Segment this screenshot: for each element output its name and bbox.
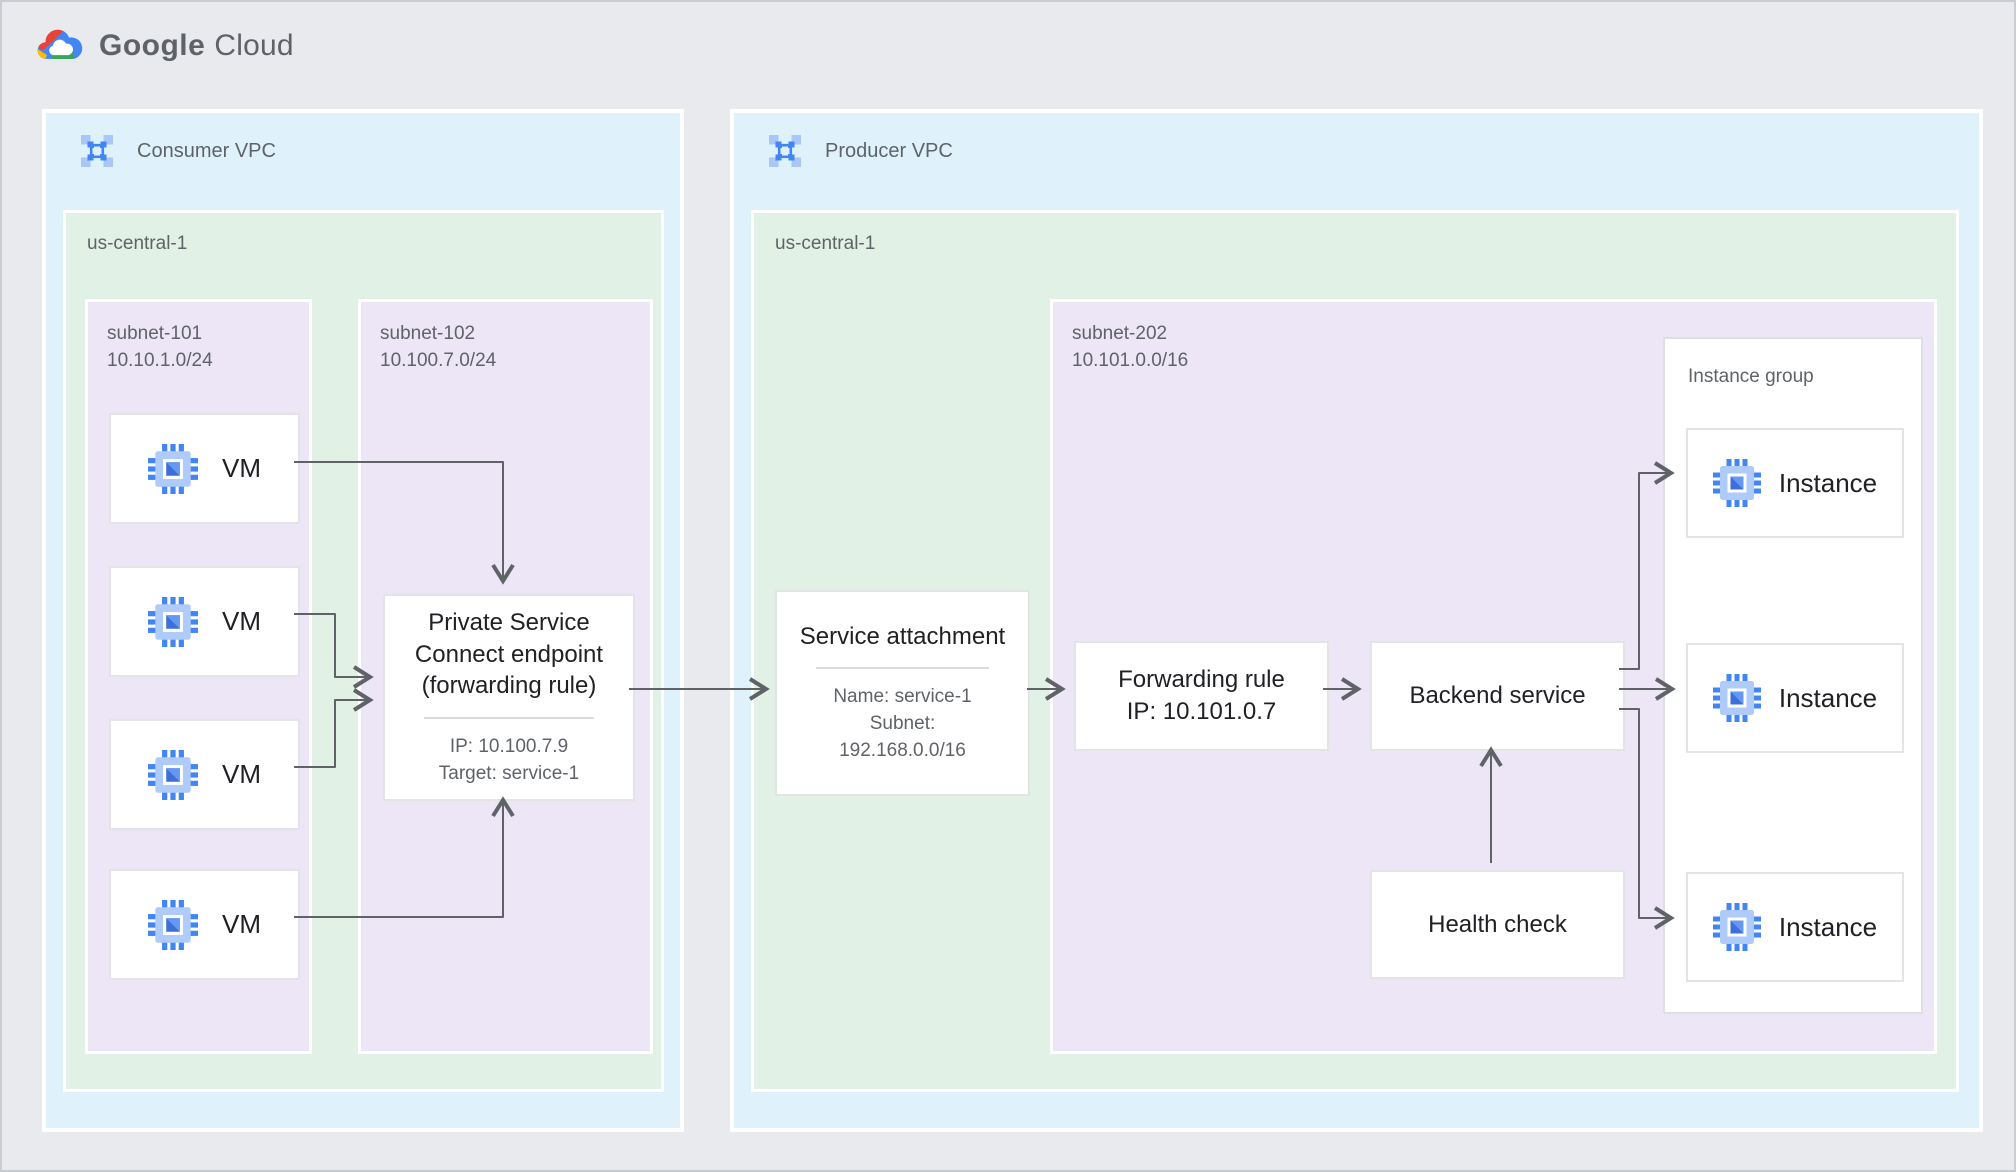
- service-attachment-name: Name: service-1: [833, 686, 972, 708]
- subnet-202: subnet-202 10.101.0.0/16 Forwarding rule…: [1050, 299, 1937, 1054]
- vm-label: VM: [222, 606, 261, 636]
- subnet-202-name: subnet-202: [1072, 323, 1168, 344]
- vm-label: VM: [222, 453, 261, 483]
- subnet-101-cidr: 10.10.1.0/24: [107, 349, 213, 371]
- subnet-102: subnet-102 10.100.7.0/24 Private Service…: [358, 299, 653, 1054]
- subnet-102-cidr: 10.100.7.0/24: [380, 349, 497, 371]
- forwarding-rule-ip: IP: 10.101.0.7: [1126, 698, 1277, 725]
- service-attachment-subnet-cidr: 192.168.0.0/16: [839, 740, 966, 762]
- consumer-region-label: us-central-1: [87, 233, 188, 254]
- compute-engine-icon: [148, 899, 198, 950]
- compute-engine-icon: [148, 596, 198, 647]
- subnet-102-label: subnet-102 10.100.7.0/24: [380, 321, 496, 374]
- service-attachment-subnet-label: Subnet:: [869, 713, 936, 735]
- vm-card: VM: [109, 719, 300, 830]
- producer-region-label: us-central-1: [775, 233, 876, 254]
- subnet-101-name: subnet-101: [107, 323, 203, 344]
- producer-vpc: Producer VPC us-central-1 Service attach…: [730, 109, 1983, 1132]
- instance-label: Instance: [1778, 467, 1878, 498]
- instance-label: Instance: [1778, 911, 1878, 942]
- vm-card: VM: [109, 413, 300, 524]
- service-attachment-title: Service attachment: [799, 622, 1006, 650]
- psc-endpoint-ip: IP: 10.100.7.9: [449, 736, 569, 758]
- vm-label: VM: [222, 909, 261, 939]
- compute-engine-icon: [148, 443, 198, 494]
- compute-engine-icon: [148, 749, 198, 800]
- subnet-101: subnet-101 10.10.1.0/24 VM VM VM V: [85, 299, 312, 1054]
- consumer-vpc-label: Consumer VPC: [137, 139, 276, 162]
- node-divider: [423, 717, 595, 720]
- compute-engine-icon: [1712, 459, 1761, 507]
- instance-card: Instance: [1686, 643, 1904, 753]
- vpc-icon: [79, 133, 115, 169]
- subnet-202-label: subnet-202 10.101.0.0/16: [1072, 321, 1188, 374]
- consumer-vpc-header: Consumer VPC: [79, 133, 276, 169]
- forwarding-rule-node: Forwarding rule IP: 10.101.0.7: [1074, 641, 1329, 751]
- node-divider: [816, 667, 989, 670]
- producer-vpc-label: Producer VPC: [825, 139, 953, 162]
- instance-group-label: Instance group: [1688, 366, 1814, 387]
- logo-google-word: Google: [99, 29, 206, 62]
- backend-service-node: Backend service: [1370, 641, 1625, 751]
- forwarding-rule-title: Forwarding rule: [1118, 666, 1285, 694]
- instance-group: Instance group Instance Instance Instanc…: [1663, 337, 1923, 1014]
- subnet-101-label: subnet-101 10.10.1.0/24: [107, 321, 213, 374]
- compute-engine-icon: [1712, 674, 1761, 722]
- psc-endpoint-title: Private Service Connect endpoint (forwar…: [414, 609, 604, 700]
- google-cloud-logo-icon: [37, 29, 83, 59]
- producer-vpc-header: Producer VPC: [767, 133, 953, 169]
- logo-cloud-word: Cloud: [214, 29, 294, 62]
- psc-endpoint-node: Private Service Connect endpoint (forwar…: [383, 594, 635, 801]
- vm-label: VM: [222, 759, 261, 789]
- instance-card: Instance: [1686, 428, 1904, 538]
- backend-service-title: Backend service: [1409, 682, 1586, 710]
- health-check-node: Health check: [1370, 870, 1625, 979]
- subnet-102-name: subnet-102: [380, 323, 476, 344]
- compute-engine-icon: [1712, 903, 1761, 951]
- service-attachment-node: Service attachment Name: service-1 Subne…: [775, 590, 1030, 796]
- vm-card: VM: [109, 869, 300, 980]
- instance-card: Instance: [1686, 872, 1904, 982]
- vm-card: VM: [109, 566, 300, 677]
- psc-endpoint-target: Target: service-1: [438, 763, 580, 784]
- health-check-title: Health check: [1428, 910, 1567, 938]
- vpc-icon: [767, 133, 803, 169]
- producer-region: us-central-1 Service attachment Name: se…: [751, 210, 1959, 1092]
- consumer-vpc: Consumer VPC us-central-1 subnet-101 10.…: [42, 109, 684, 1132]
- instance-label: Instance: [1778, 682, 1878, 713]
- consumer-region: us-central-1 subnet-101 10.10.1.0/24 VM …: [63, 210, 664, 1092]
- subnet-202-cidr: 10.101.0.0/16: [1072, 349, 1189, 371]
